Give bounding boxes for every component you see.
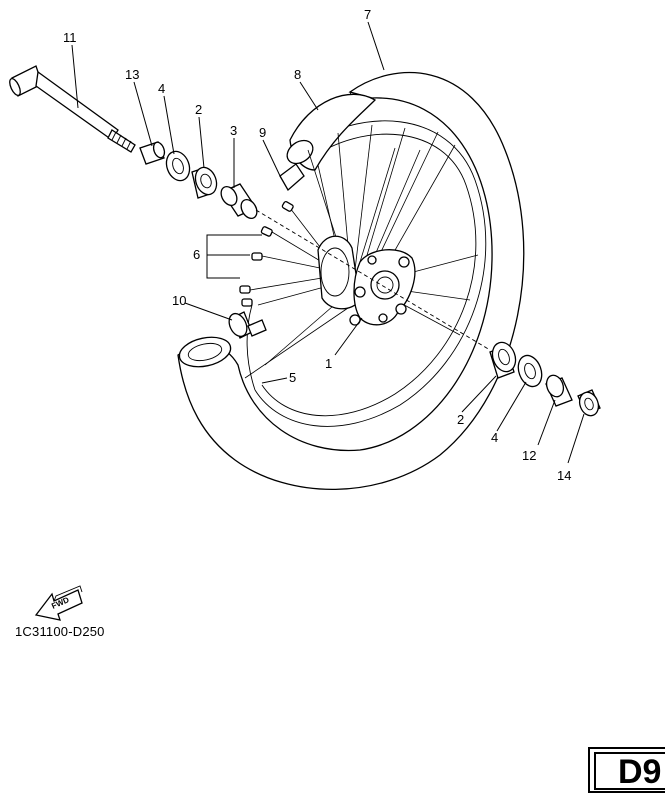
hub bbox=[317, 235, 416, 326]
rim-band bbox=[279, 163, 305, 192]
leader-lines bbox=[71, 21, 585, 464]
callout-8: 8 bbox=[294, 67, 301, 82]
callout-9: 9 bbox=[259, 125, 266, 140]
callout-labels: 11 13 4 2 3 9 8 7 6 10 1 5 2 4 12 14 bbox=[63, 7, 571, 483]
assembly-axis-line bbox=[255, 209, 491, 351]
axle bbox=[9, 65, 136, 153]
valve bbox=[228, 311, 267, 339]
diagram-code: 1C31100-D250 bbox=[15, 624, 105, 639]
callout-4-right: 4 bbox=[491, 430, 498, 445]
page-code-box: D9 bbox=[588, 747, 665, 793]
fwd-arrow-icon: FWD bbox=[34, 585, 83, 621]
nut bbox=[577, 389, 601, 417]
bearing-right bbox=[489, 341, 517, 379]
callout-1: 1 bbox=[325, 356, 332, 371]
spacer bbox=[220, 183, 258, 219]
spokes bbox=[244, 124, 479, 379]
callout-2-left: 2 bbox=[195, 102, 202, 117]
spoke-nipples bbox=[239, 200, 294, 307]
callout-14: 14 bbox=[557, 468, 571, 483]
collar-12 bbox=[545, 374, 573, 407]
oil-seal-right bbox=[517, 354, 543, 388]
callout-12: 12 bbox=[522, 448, 536, 463]
callout-6: 6 bbox=[193, 247, 200, 262]
callout-3: 3 bbox=[230, 123, 237, 138]
page-code: D9 bbox=[594, 752, 665, 790]
tire bbox=[177, 71, 525, 491]
callout-7: 7 bbox=[364, 7, 371, 22]
collar-13 bbox=[139, 141, 166, 165]
bearing-left bbox=[191, 166, 218, 199]
callout-4-left: 4 bbox=[158, 81, 165, 96]
callout-5: 5 bbox=[289, 370, 296, 385]
callout-13: 13 bbox=[125, 67, 139, 82]
oil-seal-left bbox=[165, 150, 191, 182]
callout-11: 11 bbox=[63, 30, 77, 45]
rim bbox=[246, 120, 487, 427]
callout-10: 10 bbox=[172, 293, 186, 308]
tube bbox=[286, 93, 377, 171]
callout-2-right: 2 bbox=[457, 412, 464, 427]
